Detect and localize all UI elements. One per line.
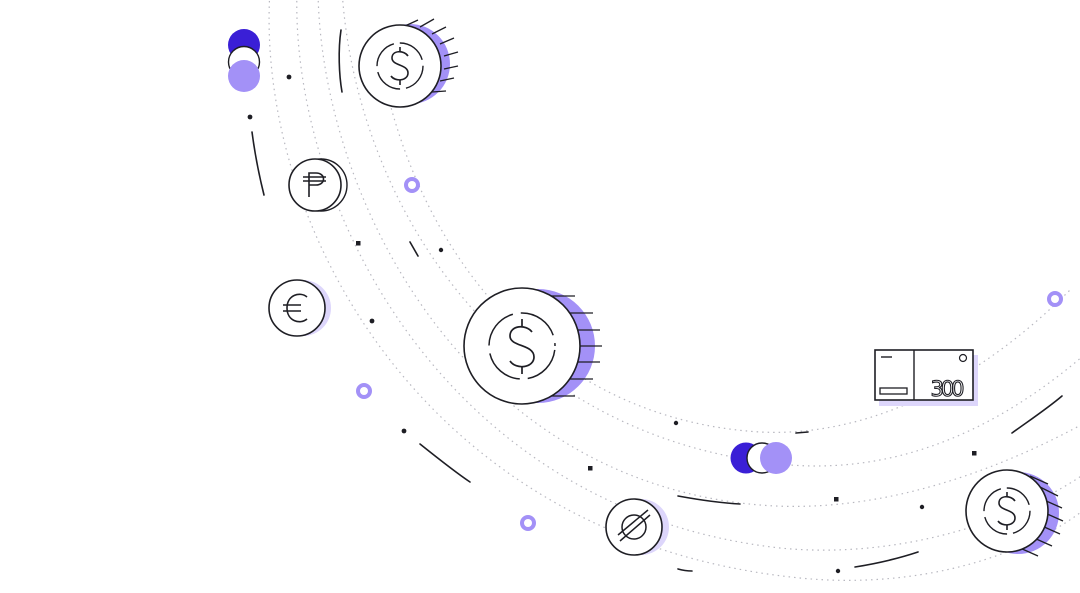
ring-marker — [520, 515, 536, 531]
stellar-coin-icon — [605, 498, 669, 556]
ring-marker — [356, 383, 372, 399]
orbit-dot — [972, 451, 977, 456]
toggle-dots-icon — [227, 29, 261, 92]
orbit-stroke-1 — [338, 29, 343, 93]
orbit-dot — [673, 420, 679, 426]
orbit-dot — [834, 497, 839, 502]
orbit-stroke-4 — [419, 443, 471, 483]
orbit-stroke-3 — [409, 241, 419, 257]
toggle-dots-icon — [730, 442, 792, 474]
dollar-coin-icon-large — [463, 287, 602, 405]
orbit-dot — [588, 466, 593, 471]
ring-markers — [356, 177, 1063, 531]
orbit-solid-strokes — [251, 29, 1063, 572]
euro-coin-icon — [268, 279, 331, 337]
orbit-dot — [356, 241, 361, 246]
orbit-stroke-8 — [1011, 395, 1063, 434]
orbit-stroke-2 — [251, 131, 265, 196]
orbit-arc-5 — [379, 59, 1071, 433]
orbit-dot — [438, 247, 444, 253]
stablecoin-icon-top — [358, 18, 459, 108]
orbit-dot — [835, 568, 841, 574]
peso-coin-icon — [288, 158, 348, 212]
orbit-dot — [401, 428, 407, 434]
orbit-stroke-7 — [854, 551, 919, 568]
orbit-dot — [286, 74, 292, 80]
orbit-dot — [919, 504, 925, 510]
orbit-dot — [369, 318, 375, 324]
ring-marker — [404, 177, 420, 193]
ring-marker — [1047, 291, 1063, 307]
banknote-icon: 300 — [874, 349, 978, 406]
orbit-dots — [247, 74, 977, 574]
orbit-stroke-5 — [677, 495, 741, 505]
usdc-coin-icon — [965, 469, 1064, 557]
orbit-dot — [247, 114, 253, 120]
orbit-stroke-6 — [677, 568, 693, 572]
banknote-denomination: 300 — [930, 377, 963, 401]
orbit-stroke-9 — [795, 431, 809, 434]
